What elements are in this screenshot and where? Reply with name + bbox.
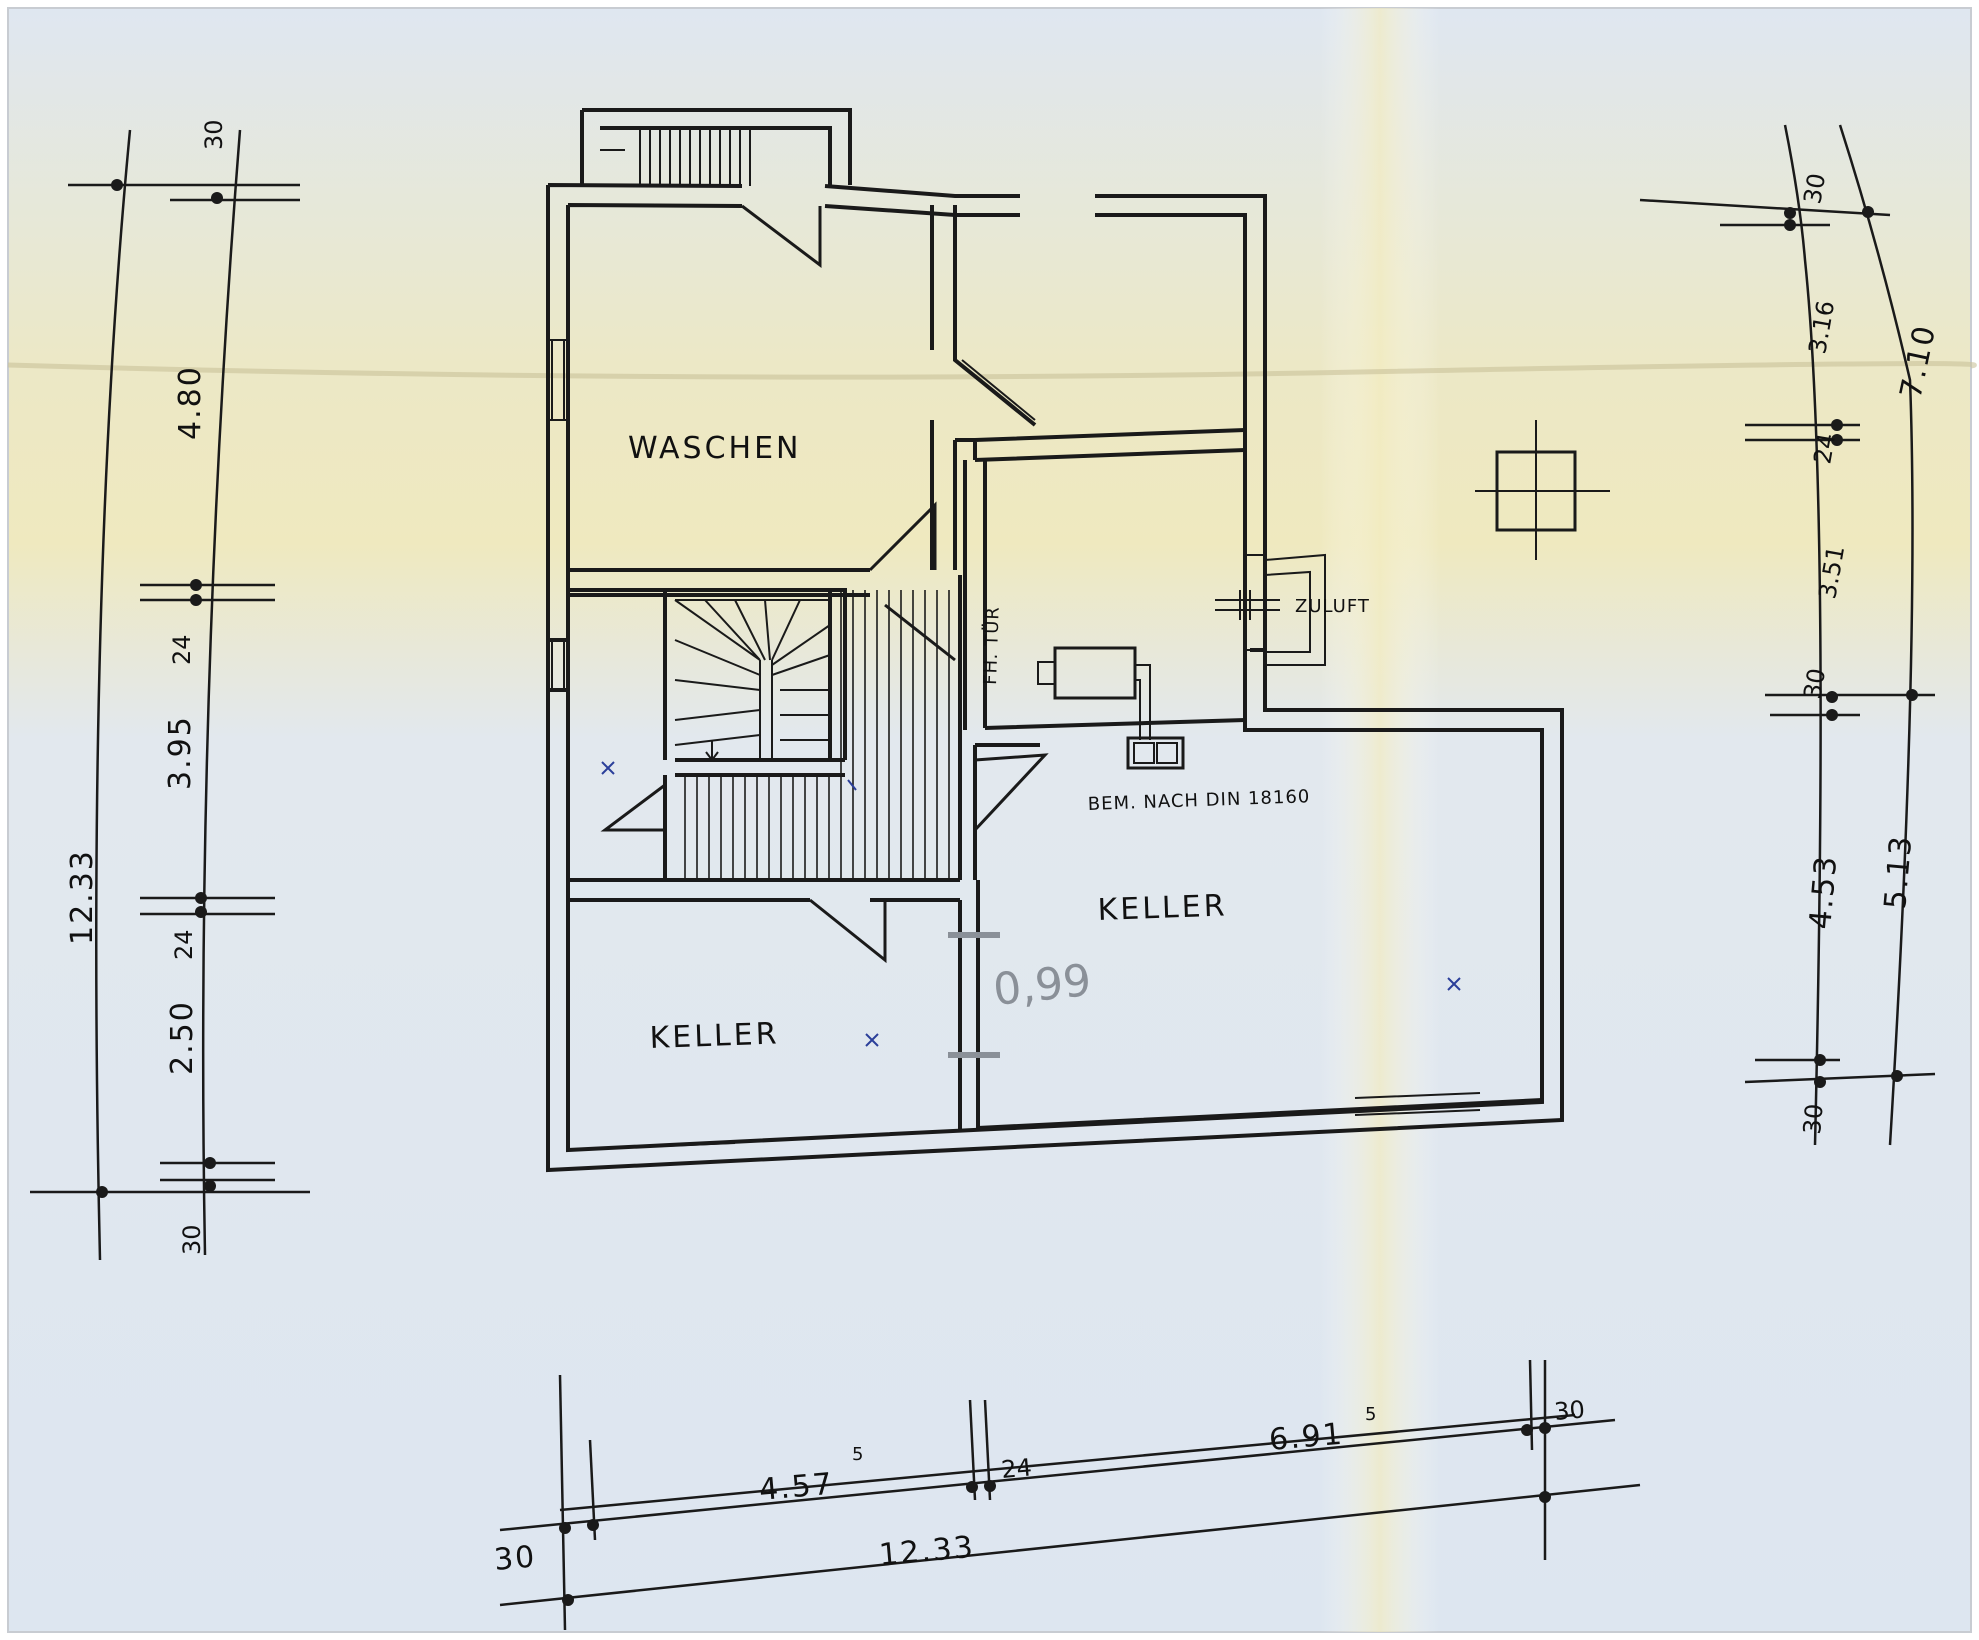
left-dim-seg-6: 2.50	[165, 1000, 200, 1075]
zuluft-box	[1264, 553, 1326, 666]
bottom-dim-seg-4: 6.91	[1268, 1417, 1346, 1458]
left-dim-seg-5: 24	[170, 929, 198, 960]
right-dim-seg-7: 30	[1798, 1103, 1829, 1136]
winding-stair	[674, 599, 831, 762]
outside-stair	[580, 108, 852, 186]
left-dim-seg-4: 3.95	[163, 715, 198, 790]
keller-large-window	[1354, 1092, 1481, 1116]
waschen-east-wall	[930, 205, 957, 570]
floor-plan	[546, 108, 1564, 1173]
stairwell-frame	[665, 588, 847, 777]
right-dim-seg-3: 24	[1808, 431, 1841, 466]
right-dim-seg-5: 30	[1798, 666, 1831, 701]
small-room-door	[600, 783, 666, 832]
bottom-dim-total: 12.33	[878, 1530, 977, 1573]
keller-large-door	[973, 753, 1049, 832]
note-fh-tuer: FH. TÜR	[979, 606, 1004, 685]
room-label-keller-small: KELLER	[649, 1016, 780, 1056]
right-dim-total-lower: 5.13	[1878, 833, 1919, 911]
left-dimension-chain	[30, 129, 310, 1261]
bottom-dim-seg-1: 30	[493, 1539, 538, 1578]
right-dim-seg-1: 30	[1798, 171, 1831, 206]
stair-landing-hatching	[684, 590, 950, 880]
room-label-keller-large: KELLER	[1097, 888, 1228, 928]
flue-pipe	[1135, 664, 1151, 740]
left-dim-seg-3: 24	[168, 634, 196, 665]
zuluft-marks	[1215, 590, 1280, 620]
heater-side	[1037, 661, 1056, 685]
paper-background	[7, 7, 1972, 1633]
left-dim-seg-2: 4.80	[173, 365, 208, 440]
left-small-window	[551, 640, 565, 690]
bottom-dim-seg-2-sup: 5	[852, 1444, 863, 1465]
hall-door-north	[868, 501, 937, 572]
bottom-dim-seg-2: 4.57	[758, 1467, 836, 1508]
keller-small-window	[639, 1142, 736, 1166]
waschen-window	[548, 339, 568, 421]
left-dim-seg-7: 30	[178, 1224, 206, 1255]
left-dimension-dots	[96, 179, 223, 1198]
chimney-box	[1126, 736, 1185, 770]
pen-marks	[601, 761, 1461, 1047]
entry-door-swing	[741, 204, 822, 269]
upper-right-door	[961, 359, 1036, 421]
right-dim-seg-6: 4.53	[1803, 853, 1844, 931]
pencil-note: 0,99	[991, 955, 1094, 1016]
pencil-marks	[948, 932, 1000, 1058]
note-zuluft: ZULUFT	[1295, 596, 1370, 617]
upper-right-room-wall	[953, 350, 1246, 462]
hall-door-fh	[884, 603, 956, 662]
bottom-dimension-dots	[559, 1422, 1551, 1606]
outside-stair-treads	[600, 128, 751, 186]
right-dimension-dots	[1784, 206, 1918, 1088]
bottom-dim-seg-3: 24	[1000, 1453, 1033, 1484]
chimney-flue-a	[1133, 742, 1155, 764]
bottom-dim-seg-5: 30	[1553, 1395, 1586, 1426]
keller-small-door	[809, 898, 887, 964]
paper-fold-vertical	[1320, 8, 1440, 1632]
chimney-flue-b	[1156, 742, 1178, 764]
left-dim-total: 12.33	[65, 849, 100, 945]
left-dim-seg-1: 30	[200, 119, 228, 150]
bottom-dim-seg-4-sup: 5	[1365, 1404, 1376, 1425]
middle-right-room-walls	[963, 460, 1265, 732]
crosshair-symbol	[1475, 420, 1610, 560]
waschen-south-wall	[568, 568, 870, 597]
room-label-waschen: WASCHEN	[628, 431, 802, 466]
keller-small-walls	[566, 880, 1543, 1150]
middle-right-window	[1245, 554, 1265, 651]
paper-crease	[7, 361, 1977, 380]
